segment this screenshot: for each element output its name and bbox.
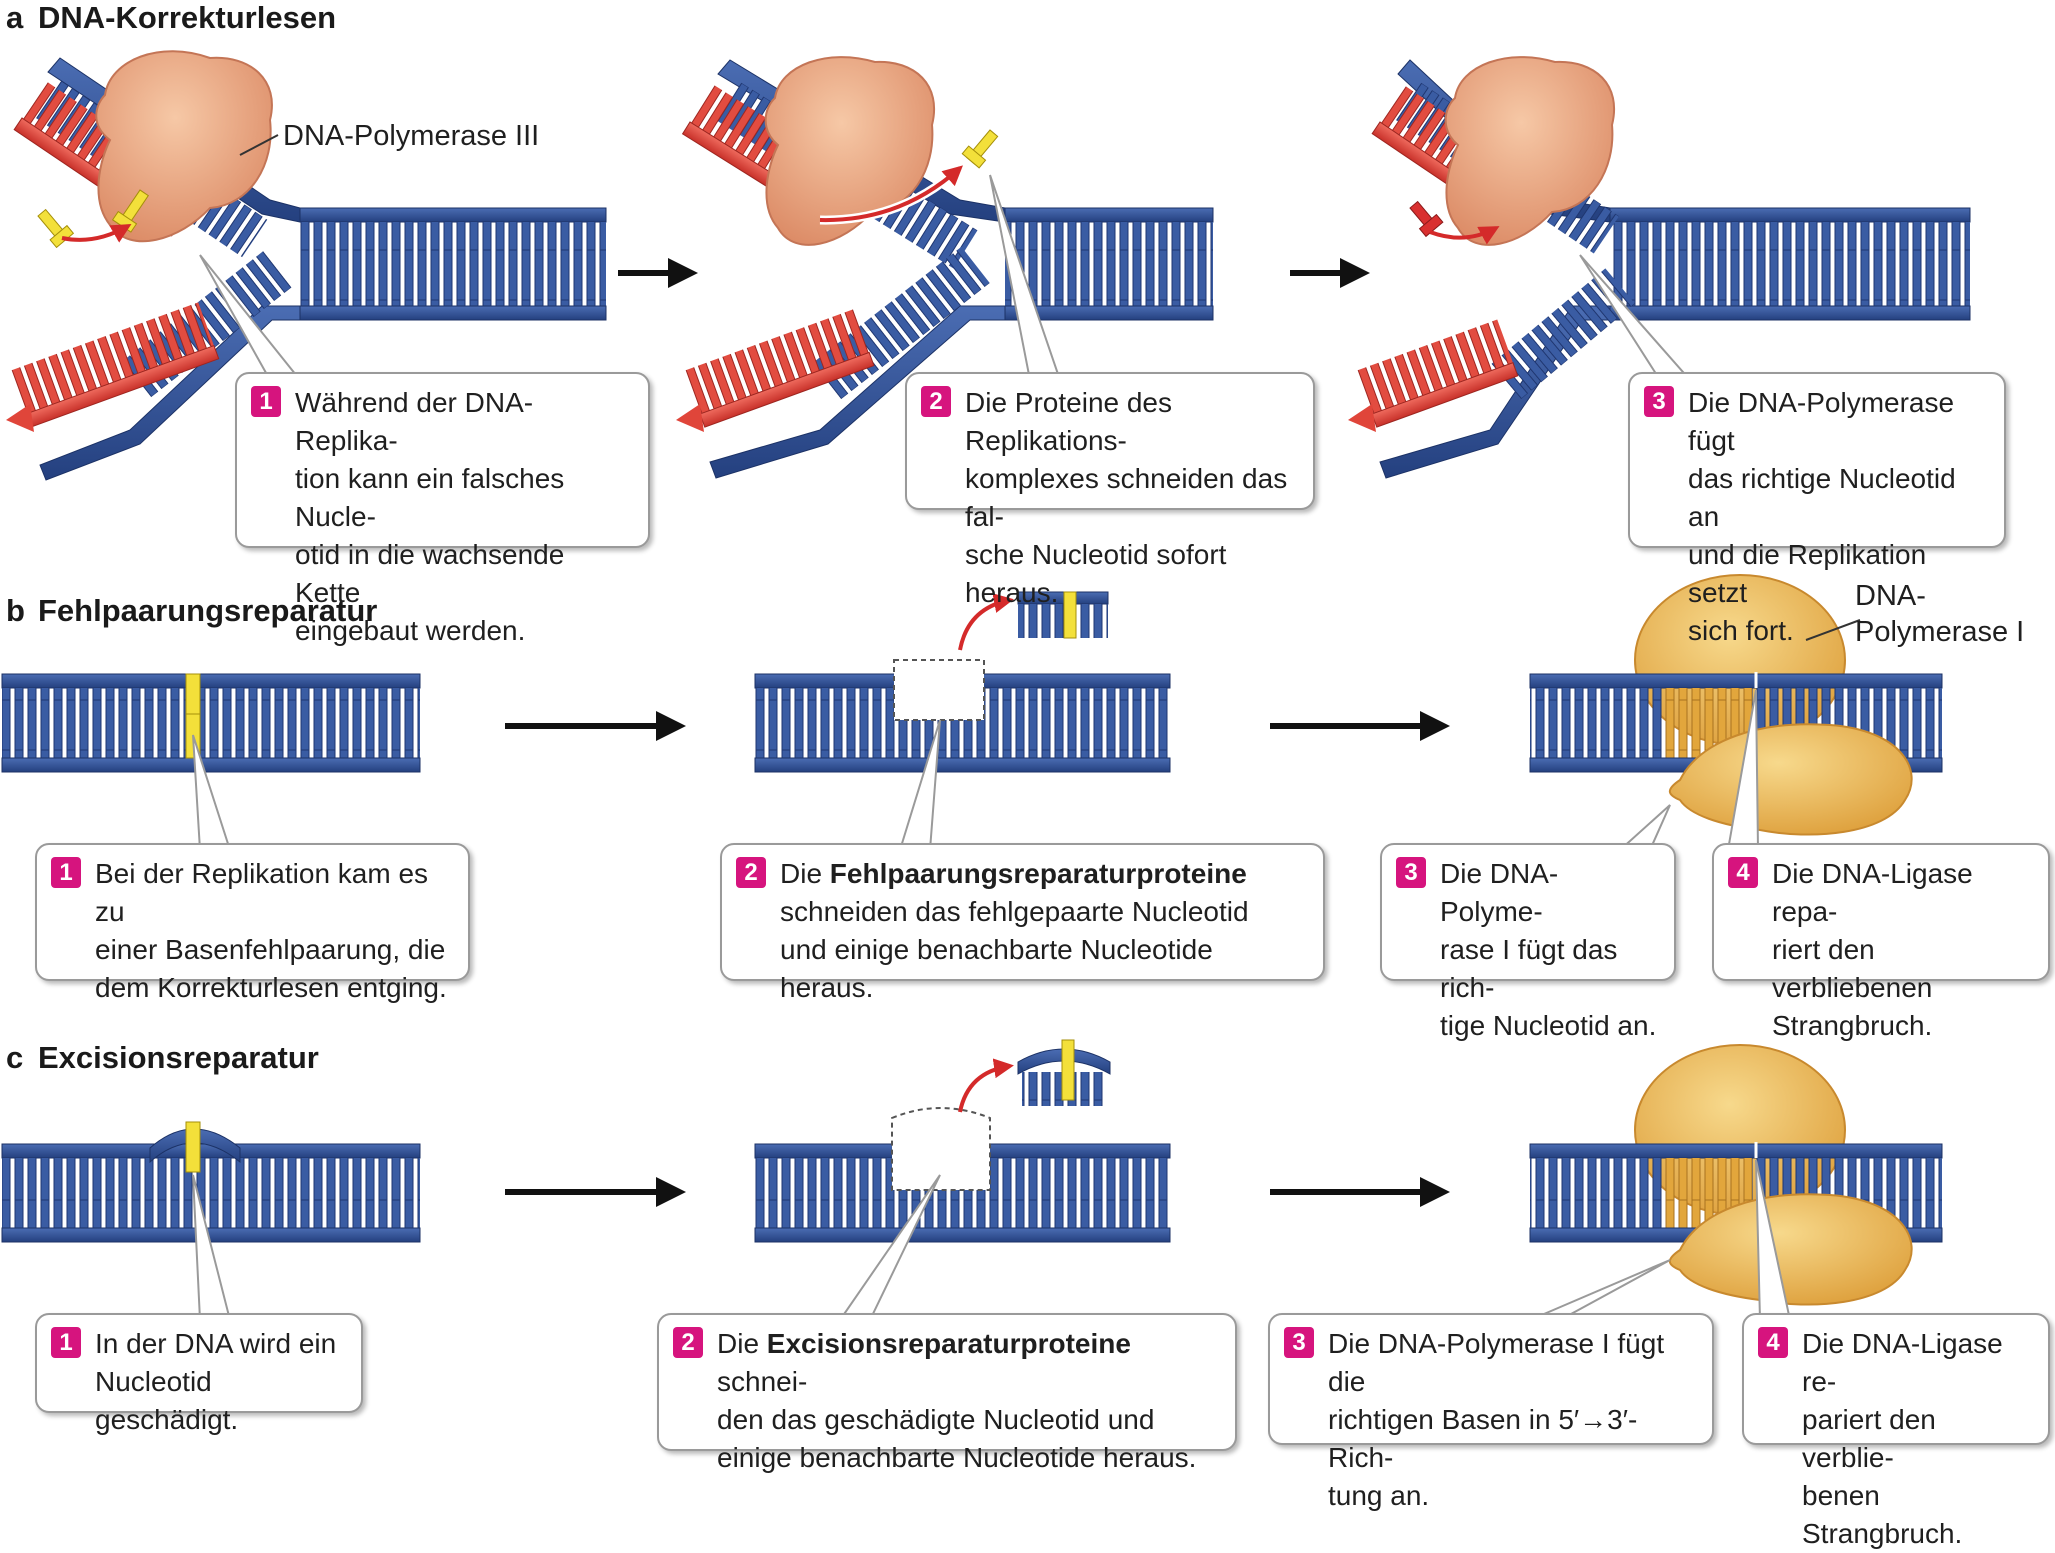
step-a3-text: Die DNA-Polymerase fügt das richtige Nuc… (1688, 387, 1956, 646)
step-a2-badge: 2 (921, 386, 951, 417)
step-c4-box: 4 Die DNA-Ligase re- pariert den verblie… (1742, 1313, 2050, 1549)
step-c2-text-bold: Excisionsreparaturproteine (766, 1328, 1131, 1359)
step-b2-text-bold: Fehlpaarungsreparaturproteine (829, 858, 1247, 889)
step-a3-badge: 3 (1644, 386, 1674, 417)
step-c2-text-pre: Die (717, 1328, 767, 1359)
step-c2-text: Die Excisionsreparaturproteine schnei- d… (717, 1328, 1196, 1473)
step-b1-text: Bei der Replikation kam es zu einer Base… (95, 858, 447, 1003)
step-b3-badge: 3 (1396, 857, 1426, 888)
step-a2-box: 2 Die Proteine des Replikations- komplex… (905, 372, 1315, 608)
step-a1-badge: 1 (251, 386, 281, 417)
label-dna-polymerase-1-line1: DNA- (1855, 580, 1926, 612)
label-dna-polymerase-1-line2: Polymerase I (1855, 616, 2025, 648)
step-a1-box: 1 Während der DNA-Replika- tion kann ein… (235, 372, 650, 646)
step-a2-text: Die Proteine des Replikations- komplexes… (965, 387, 1288, 608)
panel-c2-excision (754, 1039, 1171, 1321)
section-a-letter: a (6, 0, 24, 35)
step-b4-text: Die DNA-Ligase repa- riert den verbliebe… (1772, 858, 1973, 1041)
step-c3-badge: 3 (1284, 1327, 1314, 1358)
step-c4-text: Die DNA-Ligase re- pariert den verblie- … (1802, 1328, 2003, 1549)
step-c1-badge: 1 (51, 1327, 81, 1358)
step-b3-box: 3 Die DNA-Polyme- rase I fügt das rich- … (1380, 843, 1676, 1041)
step-c1-text: In der DNA wird ein Nucleotid geschädigt… (95, 1328, 337, 1435)
section-a-title: a DNA-Korrekturlesen (6, 0, 336, 36)
step-c3-box: 3 Die DNA-Polymerase I fügt die richtige… (1268, 1313, 1714, 1511)
panel-b3-ligase (1529, 574, 1943, 851)
panel-c1-damage (1, 1121, 421, 1321)
dna-ligase-shape (1668, 723, 1913, 836)
panel-b2-excision (754, 591, 1171, 851)
panel-a2-excision (676, 56, 1214, 479)
step-b2-text: Die Fehlpaarungsreparaturproteine schnei… (780, 858, 1249, 1003)
step-b4-box: 4 Die DNA-Ligase repa- riert den verblie… (1712, 843, 2050, 1041)
section-b-heading: Fehlpaarungsreparatur (38, 593, 378, 628)
panel-a1-replication-fork (6, 50, 607, 481)
section-b-title: b Fehlpaarungsreparatur (6, 593, 377, 629)
step-c3-text: Die DNA-Polymerase I fügt die richtigen … (1328, 1328, 1665, 1511)
panel-a3-correct-insertion (1348, 56, 1971, 479)
step-c1-box: 1 In der DNA wird ein Nucleotid geschädi… (35, 1313, 363, 1435)
step-c2-text-post: schnei- den das geschädigte Nucleotid un… (717, 1366, 1197, 1473)
step-b4-badge: 4 (1728, 857, 1758, 888)
step-c4-badge: 4 (1758, 1327, 1788, 1358)
diagram-artwork (1, 50, 1971, 1321)
step-b2-text-pre: Die (780, 858, 830, 889)
step-b2-badge: 2 (736, 857, 766, 888)
step-a1-text: Während der DNA-Replika- tion kann ein f… (295, 387, 565, 646)
panel-b1-mismatch (1, 673, 421, 851)
label-dna-polymerase-3: DNA-Polymerase III (283, 120, 540, 152)
step-c2-box: 2 Die Excisionsreparaturproteine schnei-… (657, 1313, 1237, 1473)
step-b1-box: 1 Bei der Replikation kam es zu einer Ba… (35, 843, 470, 1003)
section-b-letter: b (6, 593, 25, 628)
step-b2-box: 2 Die Fehlpaarungsreparaturproteine schn… (720, 843, 1325, 1002)
step-a3-box: 3 Die DNA-Polymerase fügt das richtige N… (1628, 372, 2006, 646)
section-c-title: c Excisionsreparatur (6, 1040, 319, 1076)
panel-c3-ligase (1529, 1044, 1943, 1321)
step-b1-badge: 1 (51, 857, 81, 888)
section-c-letter: c (6, 1040, 24, 1075)
step-c2-badge: 2 (673, 1327, 703, 1358)
section-c-heading: Excisionsreparatur (38, 1040, 319, 1075)
step-b3-text: Die DNA-Polyme- rase I fügt das rich- ti… (1440, 858, 1657, 1041)
step-b2-text-post: schneiden das fehlgepaarte Nucleotid und… (780, 896, 1249, 1003)
section-a-heading: DNA-Korrekturlesen (38, 0, 337, 35)
